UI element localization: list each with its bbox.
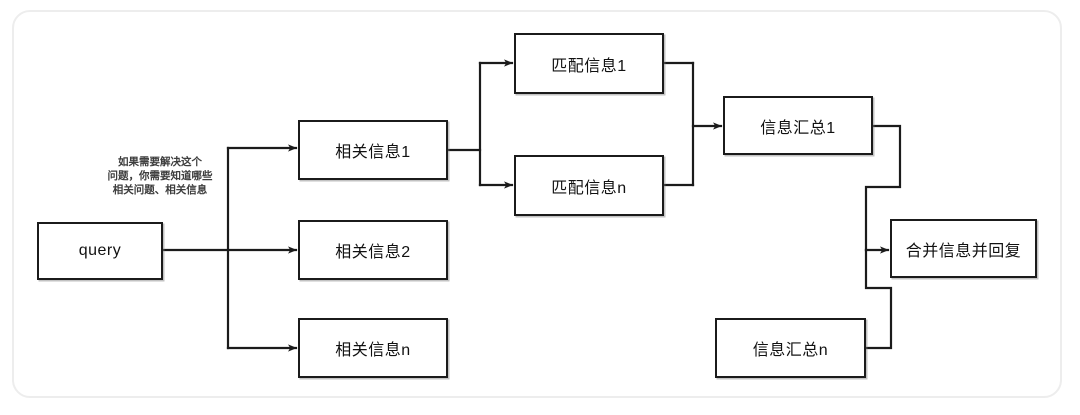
node-match-info-1[interactable]: 匹配信息1 bbox=[514, 33, 664, 94]
annotation-line-1: 如果需要解决这个 bbox=[118, 156, 202, 168]
node-related-info-1[interactable]: 相关信息1 bbox=[298, 120, 448, 180]
node-query-label: query bbox=[78, 242, 122, 259]
node-related-info-2[interactable]: 相关信息2 bbox=[298, 220, 448, 280]
node-match-info-n-label: 匹配信息n bbox=[551, 179, 627, 197]
node-summary-n[interactable]: 信息汇总n bbox=[715, 318, 866, 378]
edge-summaryn-route bbox=[864, 248, 893, 350]
node-related-info-n[interactable]: 相关信息n bbox=[298, 318, 448, 378]
node-summary-n-label: 信息汇总n bbox=[752, 342, 829, 359]
node-match-info-1-label: 匹配信息1 bbox=[551, 57, 627, 75]
query-annotation: 如果需要解决这个 问题，你需要知道哪些 相关问题、相关信息 bbox=[75, 155, 245, 197]
node-summary-1[interactable]: 信息汇总1 bbox=[723, 96, 873, 155]
node-match-info-n[interactable]: 匹配信息n bbox=[514, 155, 664, 216]
annotation-line-2: 问题，你需要知道哪些 bbox=[107, 170, 213, 182]
node-related-info-n-label: 相关信息n bbox=[335, 342, 411, 359]
annotation-line-3: 相关问题、相关信息 bbox=[112, 184, 208, 196]
node-merge-and-reply-label: 合并信息并回复 bbox=[905, 242, 1022, 260]
node-summary-1-label: 信息汇总1 bbox=[760, 119, 836, 137]
node-related-info-2-label: 相关信息2 bbox=[335, 244, 411, 261]
node-related-info-1-label: 相关信息1 bbox=[335, 144, 411, 161]
node-merge-and-reply[interactable]: 合并信息并回复 bbox=[890, 219, 1037, 278]
edge-summary1-route bbox=[864, 124, 902, 252]
node-query[interactable]: query bbox=[37, 222, 163, 280]
